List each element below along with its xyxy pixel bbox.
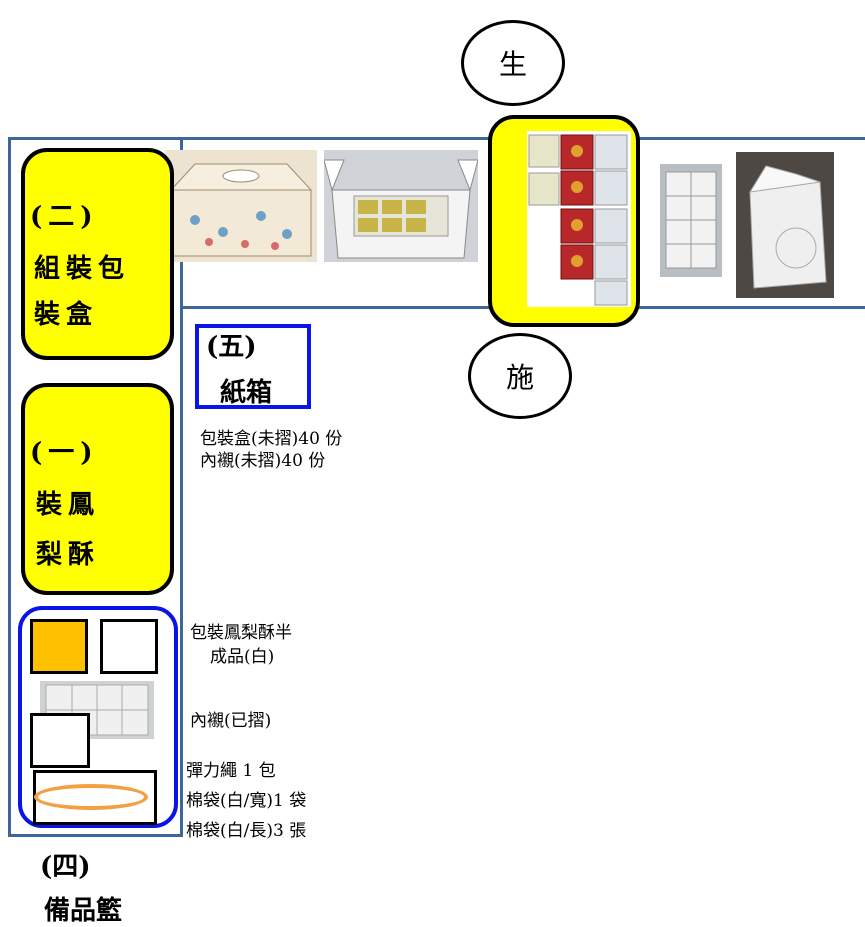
station-circle-bottom: 施 <box>468 333 572 419</box>
carton-label-box <box>195 324 311 409</box>
elastic-cord-note: 彈力繩 1 包 <box>186 761 276 781</box>
carton-note-liner: 內襯(未摺)40 份 <box>200 451 326 471</box>
basket-outline <box>18 606 178 828</box>
semi-product-note-line1: 包裝鳳梨酥半 <box>190 623 292 643</box>
station-label-bottom: 施 <box>505 361 534 394</box>
gift-box-photo <box>165 150 317 262</box>
elastic-cord-ellipse <box>34 784 148 810</box>
liner-photo <box>660 164 722 277</box>
frame-top-border <box>8 137 865 140</box>
basket-title: 備品籃 <box>44 896 123 926</box>
semi-product-white-square <box>100 619 158 674</box>
assemble-box-line2: 裝盒 <box>34 300 99 330</box>
pack-cake-number: (一) <box>30 438 99 468</box>
cotton-wide-note: 棉袋(白/寬)1 袋 <box>186 791 307 811</box>
basket-number: (四) <box>40 852 91 882</box>
semi-product-orange-square <box>30 619 88 674</box>
open-box-photo <box>324 150 478 262</box>
assemble-box-number: (二) <box>30 202 99 232</box>
frame-bottom-border <box>8 834 183 837</box>
liner-white-square <box>30 713 90 768</box>
cotton-long-note: 棉袋(白/長)3 張 <box>186 821 307 841</box>
folded-liner-note: 內襯(已摺) <box>190 711 272 731</box>
pack-cake-line2: 梨酥 <box>36 540 101 570</box>
carton-title: 紙箱 <box>220 378 273 408</box>
pack-cake-station <box>21 383 174 595</box>
station-circle-top: 生 <box>461 20 565 106</box>
pineapple-cake-pack-photo <box>527 131 631 307</box>
frame-left-border <box>8 137 11 837</box>
assemble-box-line1: 組裝包 <box>34 254 131 284</box>
station-label-top: 生 <box>498 48 527 81</box>
carton-note-box: 包裝盒(未摺)40 份 <box>200 429 343 449</box>
semi-product-note-line2: 成品(白) <box>210 647 275 667</box>
folded-box-photo <box>736 152 834 298</box>
frame-inner-divider <box>180 137 183 837</box>
assemble-box-station <box>21 148 174 360</box>
carton-number: (五) <box>206 332 257 362</box>
pack-cake-line1: 裝鳳 <box>36 490 101 520</box>
